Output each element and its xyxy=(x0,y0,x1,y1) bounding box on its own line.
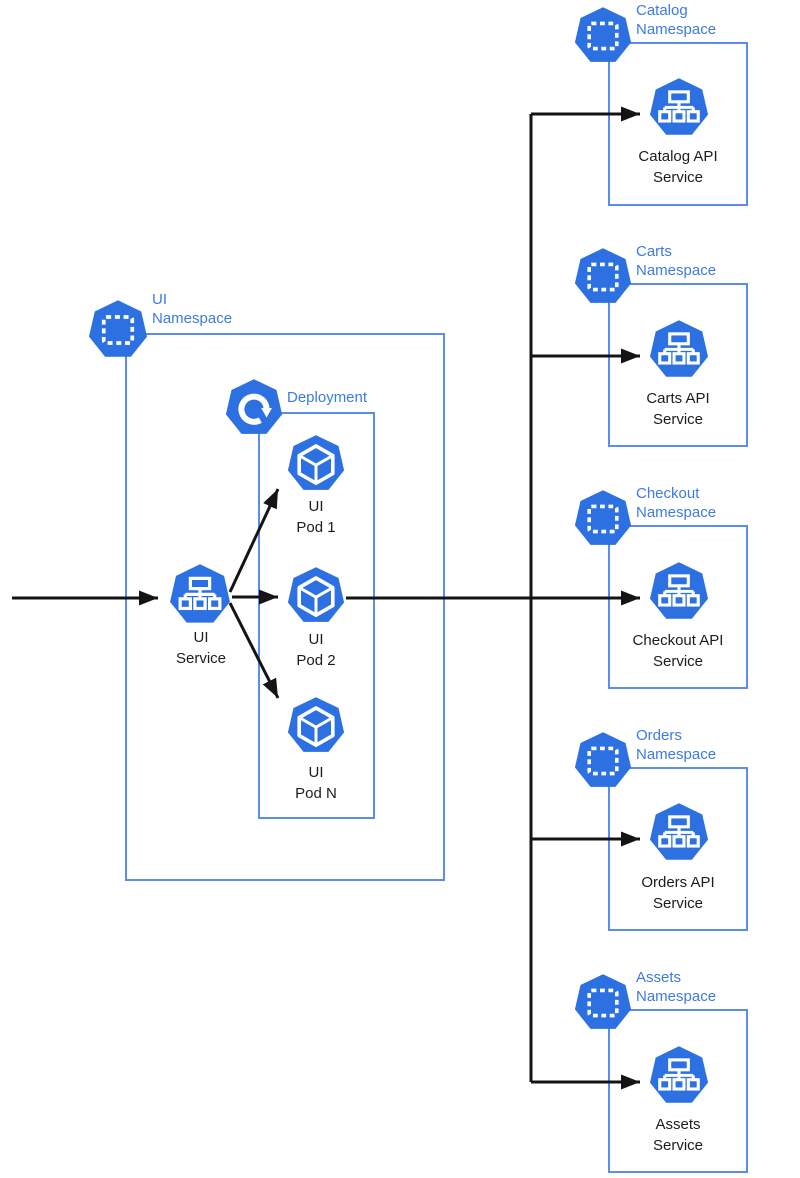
ui-service-icon xyxy=(168,563,232,627)
carts-namespace-title: Carts Namespace xyxy=(636,243,717,279)
assets-namespace-icon xyxy=(573,973,633,1033)
checkout-namespace-icon xyxy=(573,489,633,549)
assets-namespace-box xyxy=(608,1009,748,1173)
catalog-namespace-box xyxy=(608,42,748,206)
ui-namespace-title: UI Namespace xyxy=(152,291,233,327)
deployment-title: Deployment xyxy=(287,389,368,406)
carts-namespace-icon xyxy=(573,247,633,307)
ui-service-label: UI Service xyxy=(175,629,227,667)
ui-namespace-icon xyxy=(87,299,149,361)
ui-namespace-box xyxy=(125,333,445,881)
ui-podn-label: UI Pod N xyxy=(295,764,337,802)
ui-pod1-icon xyxy=(286,434,346,494)
catalog-service-label: Catalog API Service xyxy=(638,148,718,186)
checkout-service-icon xyxy=(648,561,710,623)
ui-pod1-label: UI Pod 1 xyxy=(296,498,336,536)
catalog-service-icon xyxy=(648,77,710,139)
orders-namespace-icon xyxy=(573,731,633,791)
catalog-namespace-title: Catalog Namespace xyxy=(636,2,717,38)
checkout-service-label: Checkout API Service xyxy=(632,632,724,670)
deployment-icon xyxy=(224,378,284,438)
checkout-namespace-title: Checkout Namespace xyxy=(636,485,717,521)
orders-namespace-box xyxy=(608,767,748,931)
assets-service-label: Assets Service xyxy=(652,1116,704,1154)
catalog-namespace-icon xyxy=(573,6,633,66)
assets-service-icon xyxy=(648,1045,710,1107)
carts-service-icon xyxy=(648,319,710,381)
orders-service-label: Orders API Service xyxy=(641,874,715,912)
carts-namespace-box xyxy=(608,283,748,447)
orders-namespace-title: Orders Namespace xyxy=(636,727,717,763)
ui-pod2-label: UI Pod 2 xyxy=(296,631,336,669)
ui-pod2-icon xyxy=(286,566,346,626)
ui-podn-icon xyxy=(286,696,346,756)
checkout-namespace-box xyxy=(608,525,748,689)
assets-namespace-title: Assets Namespace xyxy=(636,969,717,1005)
orders-service-icon xyxy=(648,802,710,864)
carts-service-label: Carts API Service xyxy=(646,390,710,428)
